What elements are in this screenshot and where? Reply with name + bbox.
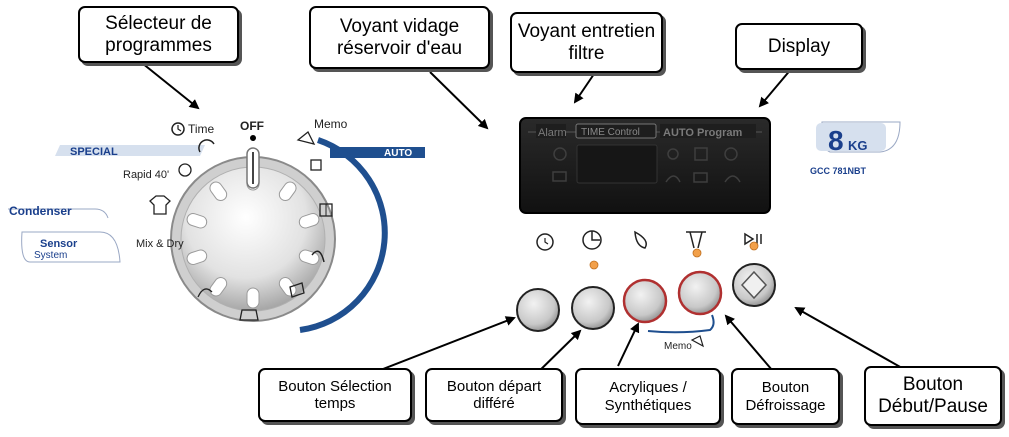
callout-time-select-text: Bouton Sélection temps — [278, 377, 392, 412]
off-label: OFF — [240, 119, 264, 133]
callout-filter: Voyant entretien filtre — [510, 12, 663, 73]
callout-delay-start-text: Bouton départ différé — [446, 377, 542, 412]
callout-program-selector: Sélecteur de programmes — [78, 6, 239, 63]
alarm-label: Alarm — [538, 127, 567, 139]
auto-icon-4 — [665, 175, 681, 183]
callout-start-pause: Bouton Début/Pause — [864, 366, 1002, 426]
mix-dry-label: Mix & Dry — [136, 238, 184, 250]
condenser-badge: Condenser — [8, 204, 109, 219]
sensor-label: Sensor — [40, 238, 78, 250]
alarm-icon — [553, 147, 567, 161]
auto-icon-2 — [694, 147, 708, 161]
callout-delay-start: Bouton départ différé — [425, 368, 563, 422]
time-arc-icon — [198, 139, 215, 153]
control-panel-display: Alarm TIME Control AUTO Program — [519, 117, 771, 214]
auto-program-label: AUTO Program — [663, 127, 742, 139]
sensor-system-badge: Sensor System — [21, 231, 121, 263]
basket-icon — [289, 282, 305, 298]
delay-start-button[interactable] — [571, 286, 615, 330]
auto-label: AUTO — [384, 148, 412, 159]
condenser-label: Condenser — [9, 204, 72, 218]
rapid-timer-icon — [178, 163, 192, 177]
callout-anti-crease: Bouton Défroissage — [731, 368, 840, 425]
auto-arc — [299, 137, 388, 333]
memo-button-pin-icon — [690, 335, 704, 348]
rapid-label: Rapid 40' — [123, 169, 169, 181]
iron-icon — [311, 250, 325, 263]
time-control-label: TIME Control — [581, 127, 640, 138]
capacity-unit: KG — [848, 138, 868, 153]
program-selector-dial[interactable] — [170, 147, 336, 322]
memo-button-label: Memo — [664, 341, 692, 352]
anti-crease-icon — [686, 231, 706, 249]
anti-crease-button[interactable] — [677, 270, 723, 316]
auto-icon-6 — [724, 175, 741, 183]
shirt-icon — [149, 195, 171, 215]
wool-icon — [197, 288, 213, 298]
auto-icon-1 — [667, 148, 679, 160]
capacity-number: 8 — [828, 125, 844, 156]
callout-acrylic: Acryliques / Synthétiques — [575, 368, 721, 425]
system-label: System — [34, 250, 67, 261]
feather-icon — [634, 230, 647, 249]
callout-water-tank: Voyant vidage réservoir d'eau — [309, 6, 490, 69]
memo-bracket — [647, 314, 715, 334]
callout-acrylic-text: Acryliques / Synthétiques — [604, 379, 692, 414]
cupboard-icon — [310, 159, 322, 171]
auto-icon-5 — [693, 172, 708, 183]
delay-start-led — [589, 260, 599, 270]
memo-dial-label: Memo — [314, 117, 348, 131]
off-dot — [250, 135, 256, 141]
auto-icon-3 — [724, 147, 738, 161]
callout-time-select: Bouton Sélection temps — [258, 368, 412, 422]
lcd-screen — [576, 144, 658, 184]
callout-water-tank-text: Voyant vidage réservoir d'eau — [336, 15, 463, 59]
special-label: SPECIAL — [70, 146, 118, 158]
callout-anti-crease-text: Bouton Défroissage — [745, 379, 826, 414]
callout-program-selector-text: Sélecteur de programmes — [105, 12, 212, 56]
time-label: Time — [188, 122, 215, 136]
water-tank-icon — [552, 171, 567, 182]
clock-icon — [171, 122, 185, 136]
callout-display-text: Display — [767, 35, 831, 57]
callout-start-pause-text: Bouton Début/Pause — [878, 374, 988, 417]
memo-pin-icon — [296, 130, 316, 145]
shirt-iron-icon — [239, 309, 259, 321]
special-band: SPECIAL — [55, 145, 205, 158]
play-icon — [744, 232, 755, 246]
time-select-icon — [536, 233, 554, 251]
start-pause-led — [749, 241, 759, 251]
callout-filter-text: Voyant entretien filtre — [517, 20, 656, 64]
model-label: GCC 781NBT — [810, 166, 867, 176]
callout-display: Display — [735, 23, 863, 70]
time-select-button[interactable] — [516, 288, 560, 332]
auto-band: AUTO — [330, 147, 425, 159]
start-pause-button[interactable] — [732, 263, 776, 307]
anti-crease-led — [692, 248, 702, 258]
acrylic-synthetic-button[interactable] — [622, 278, 668, 324]
capacity-badge: 8 KG GCC 781NBT — [810, 121, 901, 176]
